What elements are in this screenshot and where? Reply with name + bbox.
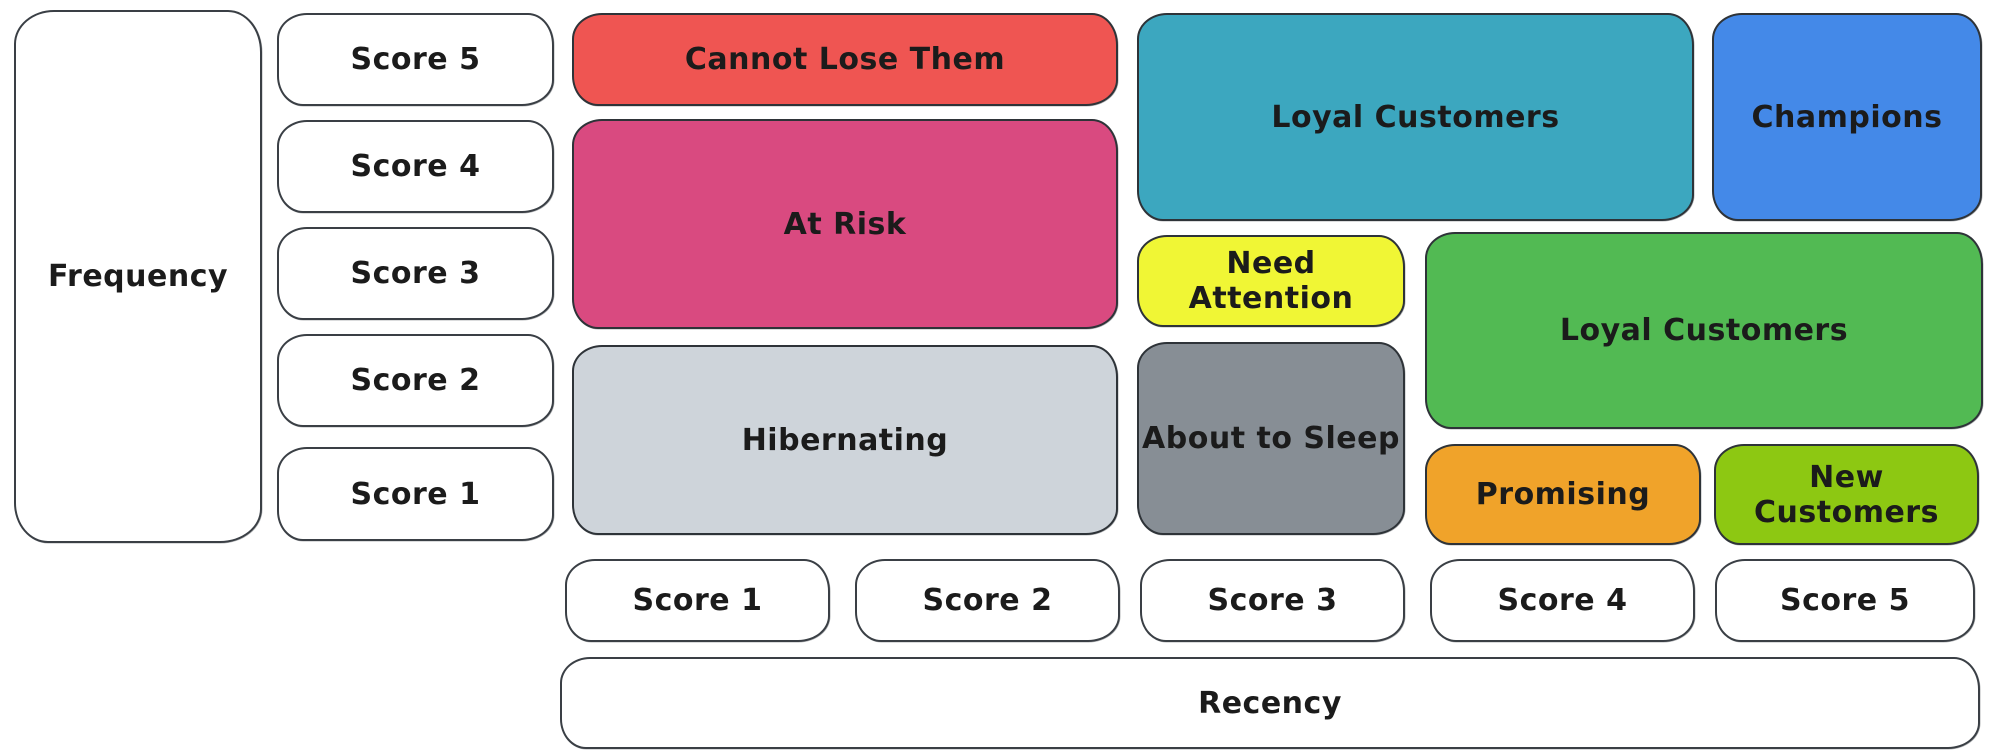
recency-score-5: Score 5 (1715, 559, 1975, 642)
segment-hibernating-text: Hibernating (741, 422, 949, 458)
segment-hibernating: Hibernating (572, 345, 1118, 535)
segment-need-attention-text: Need Attention (1188, 246, 1354, 316)
frequency-score-3: Score 3 (277, 227, 554, 320)
recency-score-3: Score 3 (1140, 559, 1405, 642)
segment-loyal-customers-upper: Loyal Customers (1137, 13, 1694, 221)
segment-at-risk-text: At Risk (783, 206, 907, 242)
recency-score-3-text: Score 3 (1207, 583, 1338, 618)
recency-axis-label: Recency (560, 657, 1980, 749)
segment-champions: Champions (1712, 13, 1982, 221)
segment-cannot-lose-them-text: Cannot Lose Them (684, 42, 1006, 77)
frequency-score-2: Score 2 (277, 334, 554, 427)
recency-axis-text: Recency (1198, 685, 1342, 721)
segment-loyal-customers-lower: Loyal Customers (1425, 232, 1983, 429)
frequency-score-1-text: Score 1 (350, 476, 481, 512)
segment-loyal-customers-upper-text: Loyal Customers (1271, 99, 1560, 135)
frequency-axis-label: Frequency (14, 10, 262, 543)
segment-promising-text: Promising (1475, 477, 1651, 512)
segment-at-risk: At Risk (572, 119, 1118, 329)
segment-about-to-sleep: About to Sleep (1137, 342, 1405, 535)
segment-champions-text: Champions (1751, 99, 1943, 135)
recency-score-4: Score 4 (1430, 559, 1695, 642)
frequency-axis-text: Frequency (47, 259, 229, 294)
recency-score-4-text: Score 4 (1497, 583, 1628, 618)
segment-about-to-sleep-text: About to Sleep (1142, 421, 1400, 456)
recency-score-2: Score 2 (855, 559, 1120, 642)
frequency-score-3-text: Score 3 (350, 256, 481, 291)
frequency-score-1: Score 1 (277, 447, 554, 541)
segment-new-customers: New Customers (1714, 444, 1979, 545)
recency-score-1: Score 1 (565, 559, 830, 642)
segment-cannot-lose-them: Cannot Lose Them (572, 13, 1118, 106)
segment-loyal-customers-lower-text: Loyal Customers (1559, 313, 1849, 348)
segment-need-attention: Need Attention (1137, 235, 1405, 327)
frequency-score-5-text: Score 5 (350, 42, 481, 77)
frequency-score-4: Score 4 (277, 120, 554, 213)
frequency-score-2-text: Score 2 (350, 363, 481, 398)
recency-score-1-text: Score 1 (632, 583, 763, 618)
segment-promising: Promising (1425, 444, 1701, 545)
recency-score-2-text: Score 2 (922, 583, 1053, 618)
frequency-score-5: Score 5 (277, 13, 554, 106)
segment-new-customers-text: New Customers (1754, 459, 1939, 530)
frequency-score-4-text: Score 4 (350, 149, 481, 184)
recency-score-5-text: Score 5 (1780, 583, 1910, 618)
